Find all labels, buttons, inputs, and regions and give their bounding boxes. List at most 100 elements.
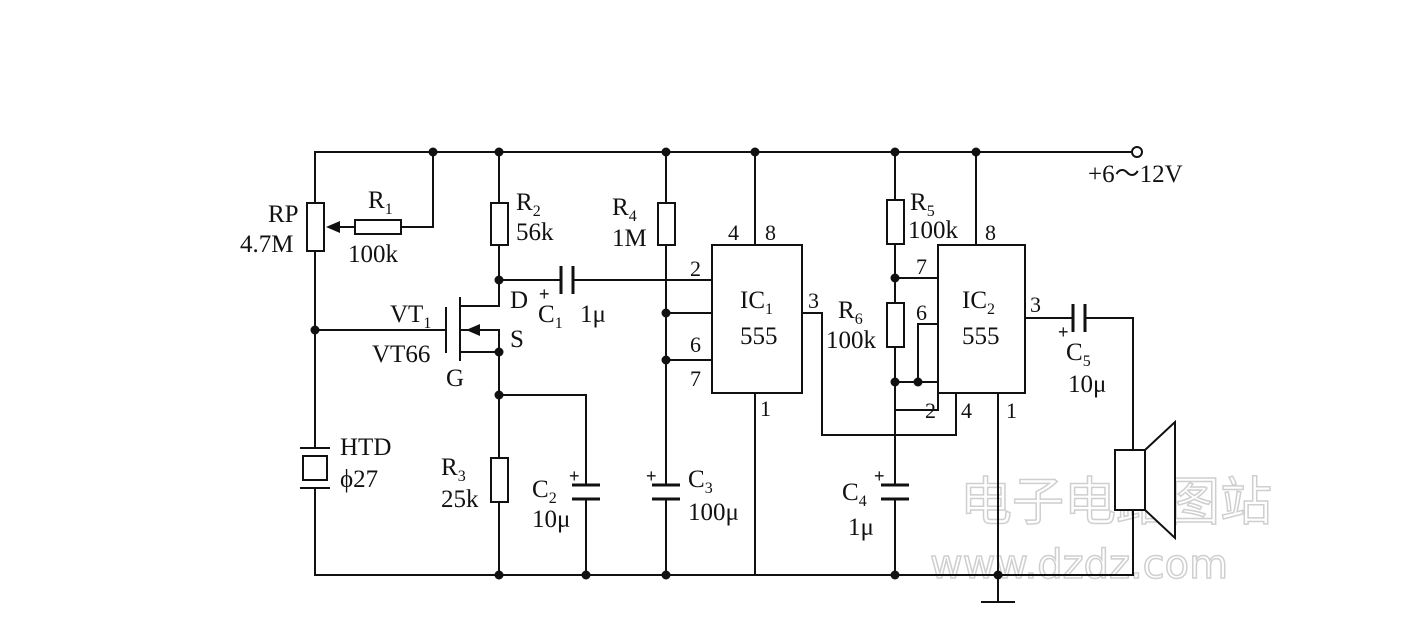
junction [310, 325, 320, 335]
r2-resistor: R2 56k [490, 189, 554, 246]
vt1-ref: VT [390, 301, 423, 328]
watermark-line2: www.dzdz.com [930, 542, 1228, 588]
ic2-pin2: 2 [925, 398, 936, 423]
c3-ref: C [688, 466, 705, 493]
r6-ref: R [838, 297, 855, 324]
r6-num: 6 [855, 311, 863, 328]
vt1-gate: G [446, 365, 464, 392]
rp-potentiometer: RP 4.7M [240, 201, 340, 258]
r3-value: 25k [441, 486, 479, 513]
ic2-pin4: 4 [961, 398, 972, 423]
c5-plus: + [1058, 322, 1069, 342]
svg-text:R6: R6 [838, 297, 863, 328]
ic1-num: 1 [765, 301, 773, 318]
svg-text:IC1: IC1 [740, 287, 773, 318]
r4-resistor: R4 1M [612, 194, 676, 252]
ic1-ref: IC [740, 287, 765, 314]
c2-value: 10μ [532, 506, 570, 533]
ic1-model: 555 [740, 323, 778, 350]
ic1-pin7: 7 [690, 366, 701, 391]
r1-ref: R [368, 187, 385, 214]
junction [890, 570, 900, 580]
junction [750, 147, 760, 157]
ic1-pin8: 8 [765, 220, 776, 245]
junction [661, 308, 671, 318]
htd-buzzer: HTD ϕ27 [300, 434, 391, 493]
vt1-source: S [510, 326, 524, 353]
ic1-555: IC1 555 4 8 2 6 7 3 1 [690, 220, 819, 421]
r4-ref: R [612, 194, 629, 221]
watermark: 电子电路图站 www.dzdz.com [929, 472, 1273, 589]
junction [494, 570, 504, 580]
r4-num: 4 [629, 208, 637, 225]
rp-ref: RP [268, 201, 299, 228]
c4-value: 1μ [848, 514, 874, 541]
c3-value: 100μ [688, 499, 739, 526]
ic1-pin1: 1 [760, 396, 771, 421]
ic2-pin8: 8 [985, 220, 996, 245]
svg-text:R4: R4 [612, 194, 637, 225]
vt1-drain: D [510, 287, 528, 314]
ic2-model: 555 [962, 323, 1000, 350]
svg-text:R5: R5 [910, 189, 935, 220]
r2-num: 2 [533, 203, 541, 220]
c5-value: 10μ [1068, 371, 1106, 398]
c5-num: 5 [1083, 353, 1091, 370]
ic1-pin6: 6 [690, 332, 701, 357]
r5-resistor: R5 100k [886, 189, 959, 245]
svg-text:C3: C3 [688, 466, 713, 497]
vt1-num: 1 [423, 315, 431, 332]
junction [494, 147, 504, 157]
c3-plus: + [646, 466, 657, 486]
r5-value: 100k [908, 217, 959, 244]
svg-text:C1: C1 [538, 301, 563, 332]
svg-text:VT1: VT1 [390, 301, 431, 332]
htd-ref: HTD [340, 434, 391, 461]
c4-num: 4 [859, 493, 867, 510]
c3-capacitor: + C3 100μ [646, 466, 739, 526]
junction [890, 147, 900, 157]
ic1-pin3: 3 [808, 288, 819, 313]
ic2-num: 2 [987, 301, 995, 318]
wires [314, 151, 1134, 603]
svg-text:C5: C5 [1066, 339, 1091, 370]
supply-terminal [1131, 146, 1143, 158]
ic1-pin2: 2 [690, 256, 701, 281]
svg-text:R2: R2 [516, 189, 541, 220]
junction [494, 275, 504, 285]
c4-ref: C [842, 479, 859, 506]
ic1-pin4: 4 [728, 220, 739, 245]
r3-ref: R [441, 454, 458, 481]
r6-value: 100k [826, 327, 877, 354]
c1-ref: C [538, 301, 555, 328]
c4-plus: + [874, 466, 885, 486]
r3-num: 3 [458, 468, 466, 485]
vt1-model: VT66 [372, 341, 430, 368]
c1-num: 1 [555, 315, 563, 332]
r5-num: 5 [927, 203, 935, 220]
junction [494, 390, 504, 400]
vt1-mosfet: VT1 VT66 D S G [372, 287, 528, 392]
junction [661, 355, 671, 365]
junction [993, 570, 1003, 580]
c2-capacitor: + C2 10μ [532, 466, 600, 533]
ic2-pin7: 7 [916, 254, 927, 279]
junction [890, 377, 900, 387]
r6-resistor: R6 100k [826, 297, 905, 354]
svg-text:R3: R3 [441, 454, 466, 485]
junction [661, 570, 671, 580]
r1-resistor: R1 100k [348, 187, 402, 268]
c4-capacitor: + C4 1μ [842, 466, 909, 541]
c2-plus: + [569, 466, 580, 486]
svg-text:C2: C2 [532, 476, 557, 507]
r4-value: 1M [612, 225, 647, 252]
supply-label: +6～12V [1088, 161, 1183, 188]
c1-capacitor: + C1 1μ [538, 266, 606, 332]
junctions [310, 147, 1003, 580]
r1-value: 100k [348, 241, 399, 268]
rp-wiper-arrow [326, 221, 340, 233]
c5-ref: C [1066, 339, 1083, 366]
speaker-icon [1114, 419, 1176, 541]
vt1-arrow [466, 324, 480, 336]
